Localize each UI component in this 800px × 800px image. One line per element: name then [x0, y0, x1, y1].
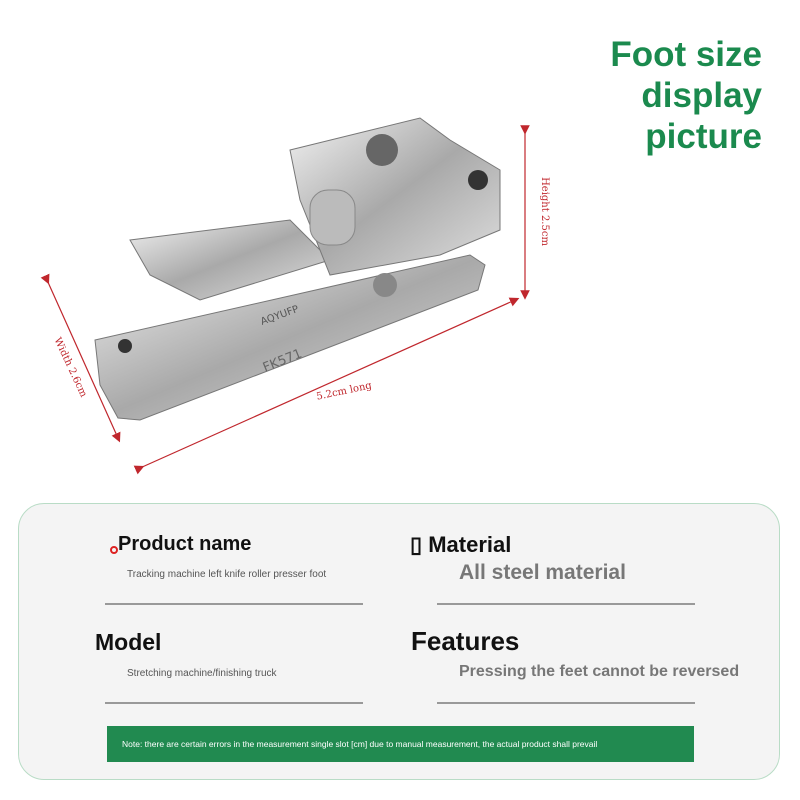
bullet-icon [110, 546, 118, 554]
measurement-note: Note: there are certain errors in the me… [107, 726, 694, 762]
page-title: Foot size display picture [610, 34, 762, 157]
divider [105, 603, 363, 605]
divider [437, 702, 695, 704]
features-label: Features [411, 626, 520, 656]
model-value: Stretching machine/finishing truck [127, 668, 277, 679]
title-line: display [641, 76, 762, 115]
height-label: Height 2.5cm [538, 177, 550, 246]
divider [437, 603, 695, 605]
title-line: picture [645, 117, 762, 156]
material-label: ▯ Material [410, 532, 512, 557]
product-name-value: Tracking machine left knife roller press… [127, 569, 327, 580]
presser-foot-photo: AQYUFP FK571 [40, 117, 530, 475]
features-value: Pressing the feet cannot be reversed [459, 663, 740, 680]
title-line: Foot size [610, 35, 762, 74]
width-arrow [40, 273, 121, 443]
divider [105, 702, 363, 704]
material-value: All steel material [459, 561, 626, 584]
length-arrow [133, 297, 520, 475]
product-name-label: Product name [118, 533, 252, 555]
model-label: Model [95, 629, 162, 655]
